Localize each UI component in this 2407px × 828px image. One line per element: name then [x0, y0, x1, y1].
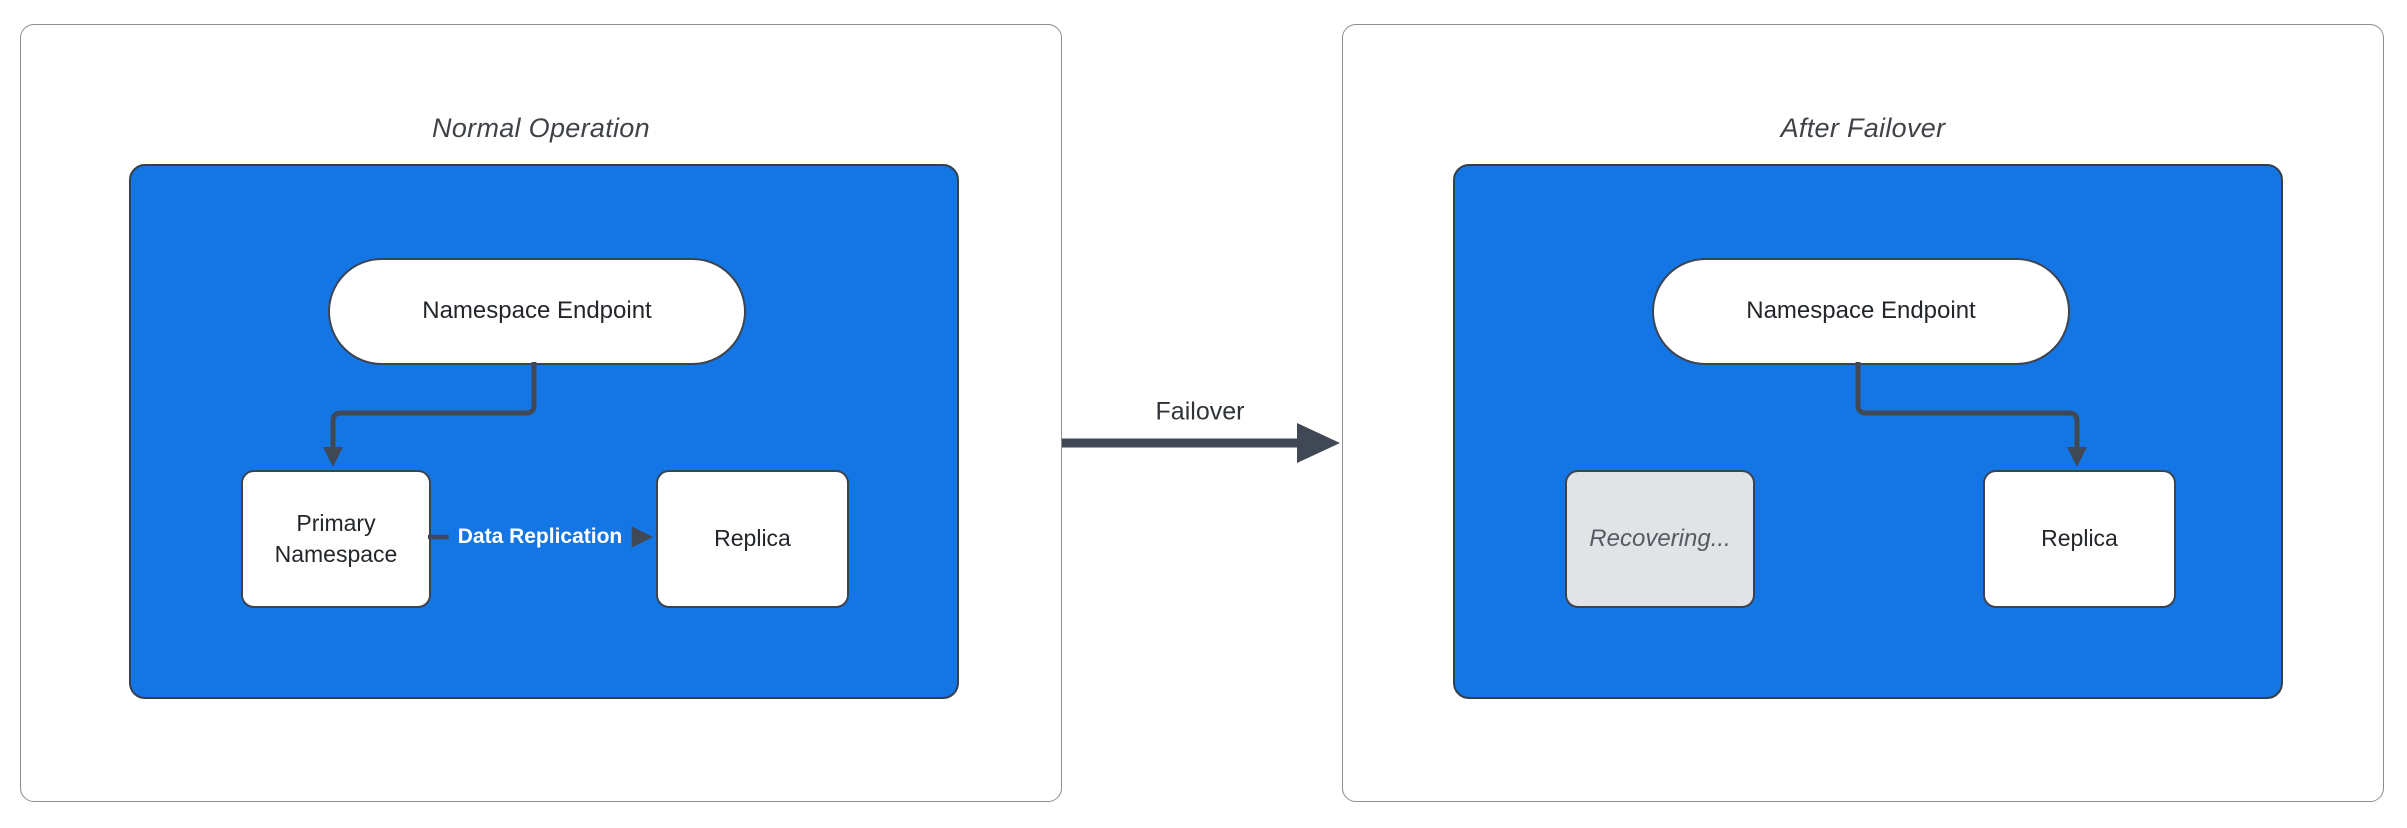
- node-replica-right: Replica: [1983, 470, 2176, 608]
- edge-label-data-replication: Data Replication: [448, 522, 632, 552]
- panel-title-after-failover: After Failover: [1780, 113, 1946, 143]
- node-label: Recovering...: [1589, 524, 1731, 552]
- edge-label-failover: Failover: [1155, 397, 1245, 426]
- node-label: Primary Namespace: [274, 509, 398, 567]
- node-replica-left: Replica: [656, 470, 849, 608]
- cluster-failover: Namespace Endpoint Recovering... Replica: [1453, 164, 2283, 699]
- cluster-normal: Namespace Endpoint Primary Namespace Rep…: [129, 164, 959, 699]
- node-namespace-endpoint-left: Namespace Endpoint: [328, 258, 746, 365]
- node-label: Replica: [2041, 525, 2118, 552]
- panel-after-failover: After Failover Namespace Endpoint Recove…: [1342, 24, 2384, 802]
- node-label: Namespace Endpoint: [422, 297, 652, 325]
- node-recovering: Recovering...: [1565, 470, 1755, 608]
- node-label: Namespace Endpoint: [1746, 297, 1976, 325]
- node-label: Replica: [714, 525, 791, 552]
- panel-normal-operation: Normal Operation Namespace Endpoint Prim…: [20, 24, 1062, 802]
- arrowhead-failover: [1297, 423, 1340, 463]
- node-namespace-endpoint-right: Namespace Endpoint: [1652, 258, 2070, 365]
- panel-title-normal-operation: Normal Operation: [432, 113, 650, 143]
- node-primary-namespace: Primary Namespace: [241, 470, 431, 608]
